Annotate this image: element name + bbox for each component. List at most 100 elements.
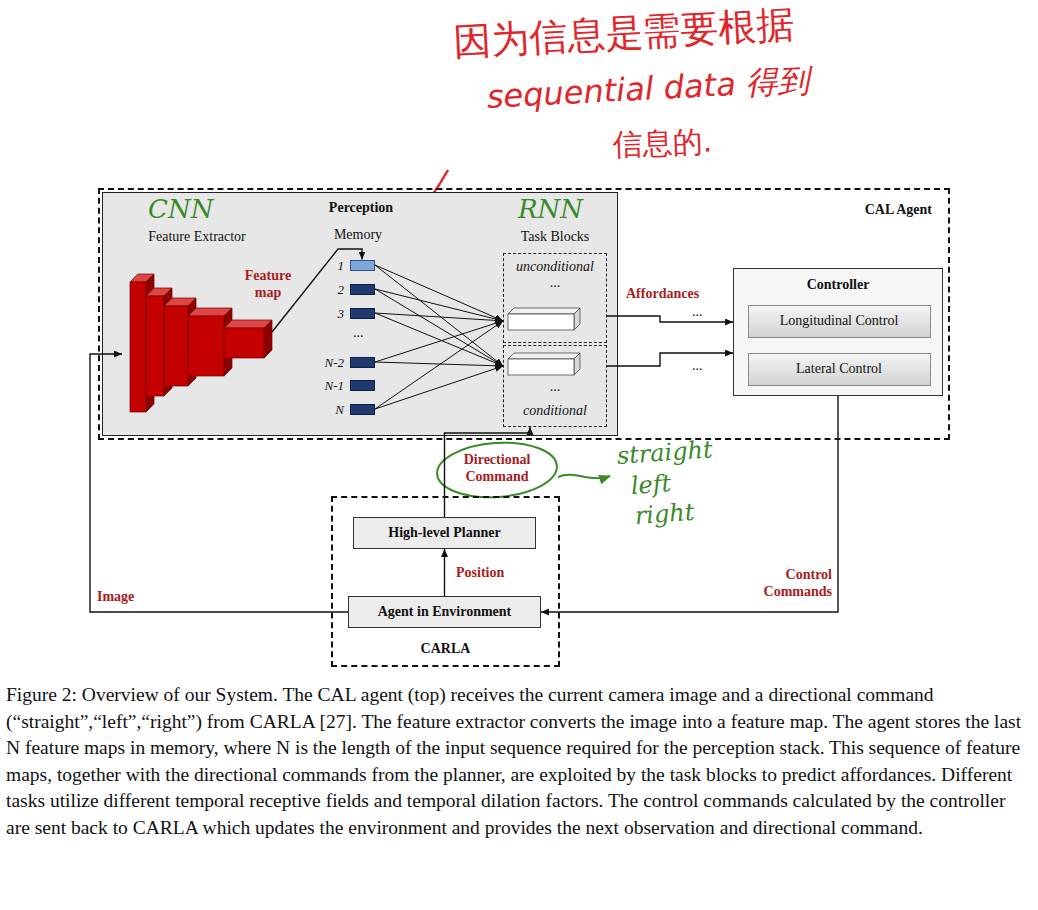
text-holder: unconditional — [504, 259, 606, 275]
text-holder: RNN — [518, 196, 583, 222]
text-holder: Feature map — [240, 267, 296, 301]
node-label: High-level Planner — [388, 525, 500, 541]
task-block — [508, 314, 574, 330]
connector — [375, 313, 503, 366]
task-block — [574, 353, 580, 375]
text-holder: Memory — [318, 227, 398, 243]
handwritten-note: sequential data 得到 — [486, 63, 811, 115]
text-holder: CARLA — [333, 641, 558, 657]
text-holder: Perception — [293, 200, 429, 216]
text-holder: conditional — [504, 403, 606, 419]
node-label: ... — [504, 379, 606, 395]
edge-label: Control Commands — [758, 566, 832, 600]
text-holder: Position — [456, 564, 536, 581]
handwritten-note: 信息的. — [612, 125, 713, 161]
text-holder: Affordances — [626, 286, 699, 302]
text-holder: Figure 2: Overview of our System. The CA… — [6, 682, 1032, 841]
text-holder: N — [335, 402, 344, 417]
control-box: Lateral Control — [748, 353, 931, 386]
connector — [375, 321, 503, 409]
task-blocks: Task Blocks unconditional...... conditiona… — [498, 222, 612, 428]
node-label: Perception — [293, 200, 429, 216]
task-group: ... conditional — [503, 345, 607, 427]
connector — [375, 366, 503, 409]
connector — [607, 353, 733, 366]
node-label: Task Blocks — [498, 229, 612, 245]
process-box: High-level Planner — [353, 517, 536, 549]
node-label: CAL Agent — [865, 202, 932, 218]
connector — [375, 321, 503, 362]
text-holder: Lateral Control — [749, 354, 930, 385]
node-label: 2 — [338, 282, 345, 297]
text-holder: Task Blocks — [498, 229, 612, 245]
illustration — [122, 222, 272, 422]
annotation-circle — [435, 439, 558, 501]
connector — [375, 289, 503, 366]
memory-cell: N — [350, 404, 375, 415]
text-holder: Agent in Environment — [349, 597, 540, 627]
node-label: unconditional — [504, 259, 606, 275]
text-holder: sequential data 得到 — [486, 63, 811, 115]
memory-cell: N-1 — [350, 380, 375, 391]
connector — [90, 354, 348, 612]
node-label: CARLA — [333, 641, 558, 657]
memory-cell: 1 — [350, 260, 375, 271]
task-block — [574, 308, 580, 330]
task-block — [508, 308, 580, 314]
node-label: ... — [504, 275, 606, 291]
text-holder: 3 — [338, 306, 345, 321]
text-holder: Control Commands — [758, 566, 832, 600]
node-label: Lateral Control — [796, 361, 882, 377]
connector — [375, 289, 503, 321]
memory-cell: 3 — [350, 308, 375, 319]
cnn-layer — [188, 316, 224, 376]
text-holder: Controller — [734, 277, 942, 293]
text-holder: Feature Extractor — [110, 229, 284, 245]
text-holder: Image — [97, 588, 157, 605]
text-holder: ... — [504, 379, 606, 395]
task-block — [508, 353, 580, 359]
text-holder: 1 — [338, 258, 345, 273]
text-holder: ... — [504, 275, 606, 291]
text-holder: ... — [692, 304, 703, 320]
cnn-layer — [164, 306, 188, 386]
node-label: Memory — [318, 227, 398, 243]
handwritten-note: 因为信息是需要根据 — [452, 4, 796, 64]
node-label: N — [335, 402, 344, 417]
signal-label: Affordances — [626, 286, 699, 302]
cnn-layer — [130, 282, 146, 412]
annotation-arrow — [558, 475, 610, 478]
memory-cell: N-2 — [350, 357, 375, 368]
cnn-layer — [224, 328, 264, 358]
text-holder: High-level Planner — [354, 518, 535, 548]
memory-column: Memory123N-2N-1N — [318, 222, 398, 422]
cnn-layer — [146, 296, 164, 396]
node-label: 3 — [338, 306, 345, 321]
text-holder: right — [634, 500, 695, 528]
node-label: N-2 — [325, 355, 345, 370]
figure-caption: Figure 2: Overview of our System. The CA… — [6, 682, 1032, 841]
memory-cell: 2 — [350, 284, 375, 295]
control-box: Longitudinal Control — [748, 305, 931, 338]
text-holder: N-1 — [325, 378, 345, 393]
node-label: conditional — [504, 403, 606, 419]
connector — [607, 316, 733, 322]
node-label: Feature Extractor — [110, 229, 284, 245]
node-label: Longitudinal Control — [780, 313, 899, 329]
controller-box: ControllerLongitudinal ControlLateral Co… — [733, 268, 943, 396]
connector — [272, 249, 362, 332]
text-holder: CAL Agent — [865, 202, 932, 218]
ellipsis: ... — [353, 325, 364, 341]
text-holder: straight — [616, 437, 713, 468]
ellipsis: ... — [692, 358, 703, 374]
process-box: Agent in Environment — [348, 596, 541, 628]
simulator-frame: CARLA High-level PlannerAgent in Environm… — [331, 496, 560, 667]
perception-panel: PerceptionFeature ExtractorMemory123N-2N… — [102, 192, 618, 436]
edge-label: Position — [456, 564, 536, 581]
task-group: unconditional... — [503, 253, 607, 343]
handwritten-note: RNN — [518, 196, 583, 222]
text-holder: 2 — [338, 282, 345, 297]
agent-frame: CAL Agent PerceptionFeature Extractor Memo… — [98, 188, 950, 440]
node-label: Agent in Environment — [378, 604, 512, 620]
task-block — [508, 359, 574, 375]
